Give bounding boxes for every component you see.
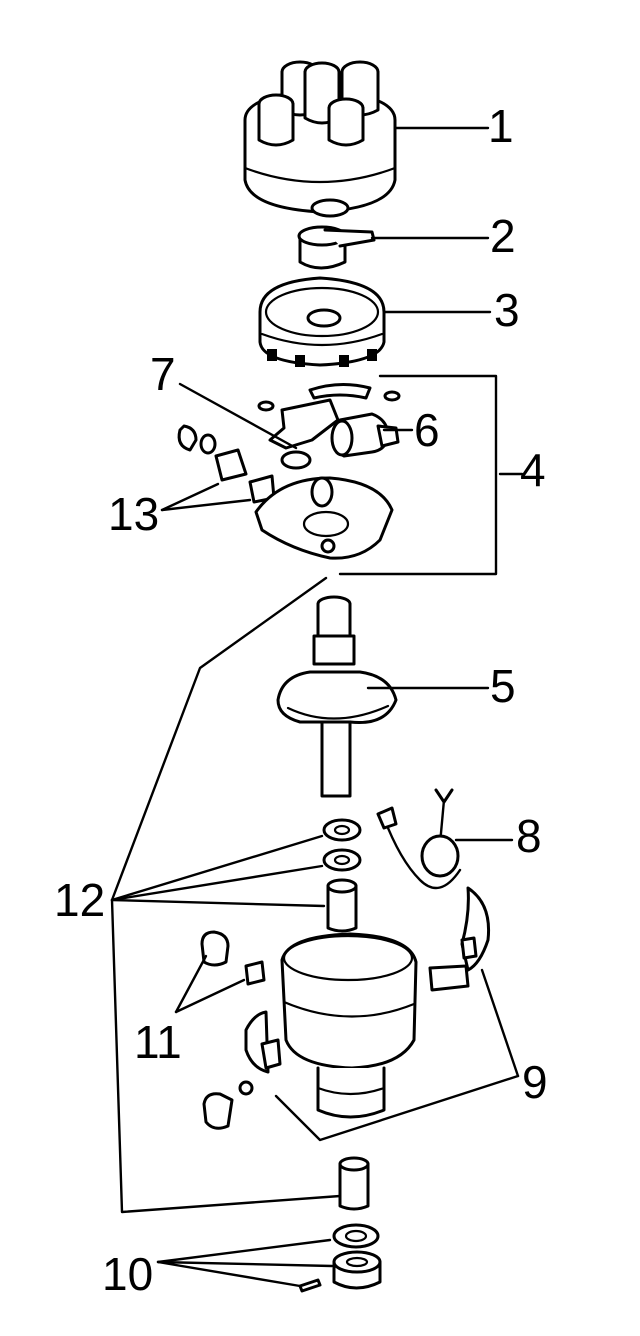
callout-11: 11 xyxy=(134,1016,182,1068)
primary-lead-terminal xyxy=(376,788,462,890)
oiler-plug-bushing xyxy=(200,930,266,986)
breaker-plate-assembly xyxy=(177,383,401,560)
callout-labels: 1 2 3 7 6 4 13 5 8 12 11 9 10 xyxy=(54,100,548,1300)
callout-13: 13 xyxy=(108,488,159,540)
distributor-housing xyxy=(244,886,491,1119)
distributor-cap xyxy=(243,60,397,214)
callout-1: 1 xyxy=(488,100,514,152)
callout-6: 6 xyxy=(414,404,440,456)
callout-2: 2 xyxy=(490,210,516,262)
advance-weights-shaft xyxy=(276,595,398,798)
leader-lines xyxy=(110,126,524,1288)
washers-and-bushing xyxy=(322,818,362,933)
callout-9: 9 xyxy=(522,1056,548,1108)
drive-coupling-set xyxy=(298,1156,382,1293)
callout-8: 8 xyxy=(516,810,542,862)
condenser xyxy=(330,412,400,458)
cap-base-plate xyxy=(258,276,386,367)
callout-4: 4 xyxy=(520,444,546,496)
callout-3: 3 xyxy=(494,284,520,336)
callout-7: 7 xyxy=(150,348,176,400)
callout-12: 12 xyxy=(54,874,105,926)
callout-5: 5 xyxy=(490,660,516,712)
housing-screw xyxy=(202,1080,254,1130)
callout-10: 10 xyxy=(102,1248,153,1300)
rotor xyxy=(297,198,376,270)
